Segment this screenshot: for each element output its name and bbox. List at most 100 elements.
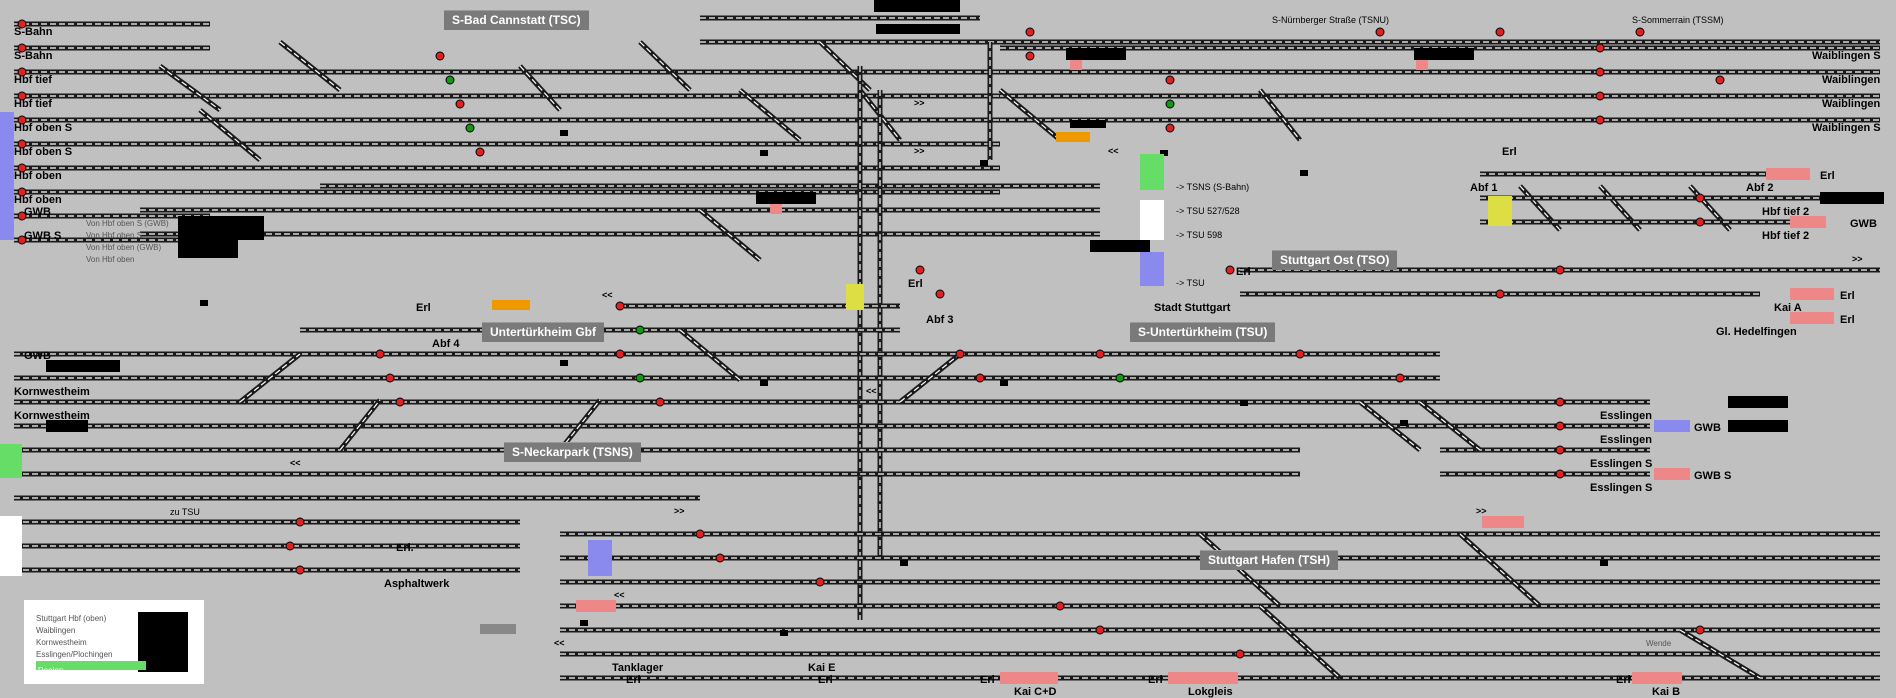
signal-marker-1[interactable] bbox=[760, 150, 768, 156]
arrow-left-6[interactable]: << bbox=[554, 638, 565, 648]
arrow-left-4[interactable]: << bbox=[290, 458, 301, 468]
signal-marker-7[interactable] bbox=[760, 380, 768, 386]
signal-left-9[interactable] bbox=[17, 235, 27, 245]
signal-32[interactable] bbox=[715, 553, 725, 563]
signal-7[interactable] bbox=[1165, 75, 1175, 85]
signal-left-5[interactable] bbox=[17, 139, 27, 149]
signal-left-3[interactable] bbox=[17, 91, 27, 101]
region-zone-orange-2[interactable] bbox=[492, 300, 530, 310]
signal-marker-8[interactable] bbox=[1000, 380, 1008, 386]
signal-35[interactable] bbox=[1095, 625, 1105, 635]
region-zone-tsu-white[interactable] bbox=[1140, 200, 1164, 240]
signal-marker-4[interactable] bbox=[1300, 170, 1308, 176]
signal-15[interactable] bbox=[635, 325, 645, 335]
region-zone-pink-lokgleis[interactable] bbox=[1168, 672, 1238, 684]
signal-left-0[interactable] bbox=[17, 19, 27, 29]
signal-8[interactable] bbox=[1165, 99, 1175, 109]
signal-right-2[interactable] bbox=[1595, 91, 1605, 101]
signal-3[interactable] bbox=[465, 123, 475, 133]
signal-40[interactable] bbox=[1695, 217, 1705, 227]
arrow-right-1[interactable]: >> bbox=[914, 98, 925, 108]
signal-4[interactable] bbox=[475, 147, 485, 157]
signal-34[interactable] bbox=[1055, 601, 1065, 611]
signal-marker-15[interactable] bbox=[780, 630, 788, 636]
signal-11[interactable] bbox=[1495, 27, 1505, 37]
signal-25[interactable] bbox=[1115, 373, 1125, 383]
signal-right-1[interactable] bbox=[1595, 67, 1605, 77]
signal-left-4[interactable] bbox=[17, 115, 27, 125]
signal-0[interactable] bbox=[435, 51, 445, 61]
signal-42[interactable] bbox=[915, 265, 925, 275]
region-zone-blue-gwb[interactable] bbox=[1654, 420, 1690, 432]
signal-31[interactable] bbox=[695, 529, 705, 539]
signal-left-7[interactable] bbox=[17, 187, 27, 197]
signal-19[interactable] bbox=[615, 349, 625, 359]
signal-marker-5[interactable] bbox=[200, 300, 208, 306]
region-zone-pink-tsns-left[interactable] bbox=[576, 600, 616, 612]
signal-marker-13[interactable] bbox=[1600, 560, 1608, 566]
signal-5[interactable] bbox=[1025, 27, 1035, 37]
signal-36[interactable] bbox=[1235, 649, 1245, 659]
signal-13[interactable] bbox=[1715, 75, 1725, 85]
signal-33[interactable] bbox=[815, 577, 825, 587]
region-zone-blue-tsns[interactable] bbox=[588, 540, 612, 576]
arrow-right-2[interactable]: >> bbox=[914, 146, 925, 156]
signal-12[interactable] bbox=[1635, 27, 1645, 37]
signal-20[interactable] bbox=[635, 373, 645, 383]
signal-2[interactable] bbox=[455, 99, 465, 109]
signal-marker-0[interactable] bbox=[560, 130, 568, 136]
signal-24[interactable] bbox=[1095, 349, 1105, 359]
region-zone-pink-erl3[interactable] bbox=[1790, 312, 1834, 324]
signal-left-8[interactable] bbox=[17, 211, 27, 221]
region-zone-yellow-1[interactable] bbox=[846, 284, 864, 310]
arrow-left-5[interactable]: << bbox=[614, 590, 625, 600]
region-zone-tsu-blue[interactable] bbox=[1140, 252, 1164, 286]
arrow-left-1[interactable]: << bbox=[1108, 146, 1119, 156]
signal-marker-11[interactable] bbox=[900, 560, 908, 566]
region-zone-pink-1230[interactable] bbox=[1482, 516, 1524, 528]
signal-14[interactable] bbox=[615, 301, 625, 311]
arrow-right-3[interactable]: >> bbox=[674, 506, 685, 516]
signal-27[interactable] bbox=[1395, 373, 1405, 383]
signal-left-1[interactable] bbox=[17, 43, 27, 53]
signal-mid-right-0[interactable] bbox=[1555, 397, 1565, 407]
signal-marker-2[interactable] bbox=[980, 160, 988, 166]
signal-44[interactable] bbox=[1225, 265, 1235, 275]
arrow-left-3[interactable]: << bbox=[866, 386, 877, 396]
signal-22[interactable] bbox=[955, 349, 965, 359]
signal-9[interactable] bbox=[1165, 123, 1175, 133]
signal-1[interactable] bbox=[445, 75, 455, 85]
signal-23[interactable] bbox=[975, 373, 985, 383]
signal-mid-right-1[interactable] bbox=[1555, 421, 1565, 431]
arrow-right-4[interactable]: >> bbox=[1476, 506, 1487, 516]
signal-marker-10[interactable] bbox=[1400, 420, 1408, 426]
signal-29[interactable] bbox=[285, 541, 295, 551]
signal-left-2[interactable] bbox=[17, 67, 27, 77]
signal-37[interactable] bbox=[1695, 625, 1705, 635]
region-zone-tscs-green[interactable] bbox=[1140, 154, 1164, 190]
region-zone-pink-gwb[interactable] bbox=[1790, 216, 1826, 228]
signal-16[interactable] bbox=[375, 349, 385, 359]
region-zone-orange-1[interactable] bbox=[1056, 132, 1090, 142]
signal-marker-6[interactable] bbox=[560, 360, 568, 366]
exit-tsu-598[interactable]: -> TSU 598 bbox=[1176, 230, 1223, 240]
exit-tsu[interactable]: -> TSU bbox=[1176, 278, 1205, 288]
signal-43[interactable] bbox=[935, 289, 945, 299]
signal-28[interactable] bbox=[295, 517, 305, 527]
region-zone-pink-erl2[interactable] bbox=[1790, 288, 1834, 300]
signal-41[interactable] bbox=[1695, 193, 1705, 203]
region-zone-pink-erl1[interactable] bbox=[1766, 168, 1810, 180]
signal-10[interactable] bbox=[1375, 27, 1385, 37]
signal-marker-14[interactable] bbox=[580, 620, 588, 626]
signal-18[interactable] bbox=[395, 397, 405, 407]
signal-marker-9[interactable] bbox=[1240, 400, 1248, 406]
signal-17[interactable] bbox=[385, 373, 395, 383]
arrow-left-2[interactable]: << bbox=[602, 290, 613, 300]
signal-6[interactable] bbox=[1025, 51, 1035, 61]
signal-21[interactable] bbox=[655, 397, 665, 407]
region-zone-pink-kaicd[interactable] bbox=[1000, 672, 1058, 684]
signal-30[interactable] bbox=[295, 565, 305, 575]
signal-mid-right-2[interactable] bbox=[1555, 445, 1565, 455]
exit-tsns[interactable]: -> TSNS (S-Bahn) bbox=[1176, 182, 1250, 192]
signal-left-6[interactable] bbox=[17, 163, 27, 173]
